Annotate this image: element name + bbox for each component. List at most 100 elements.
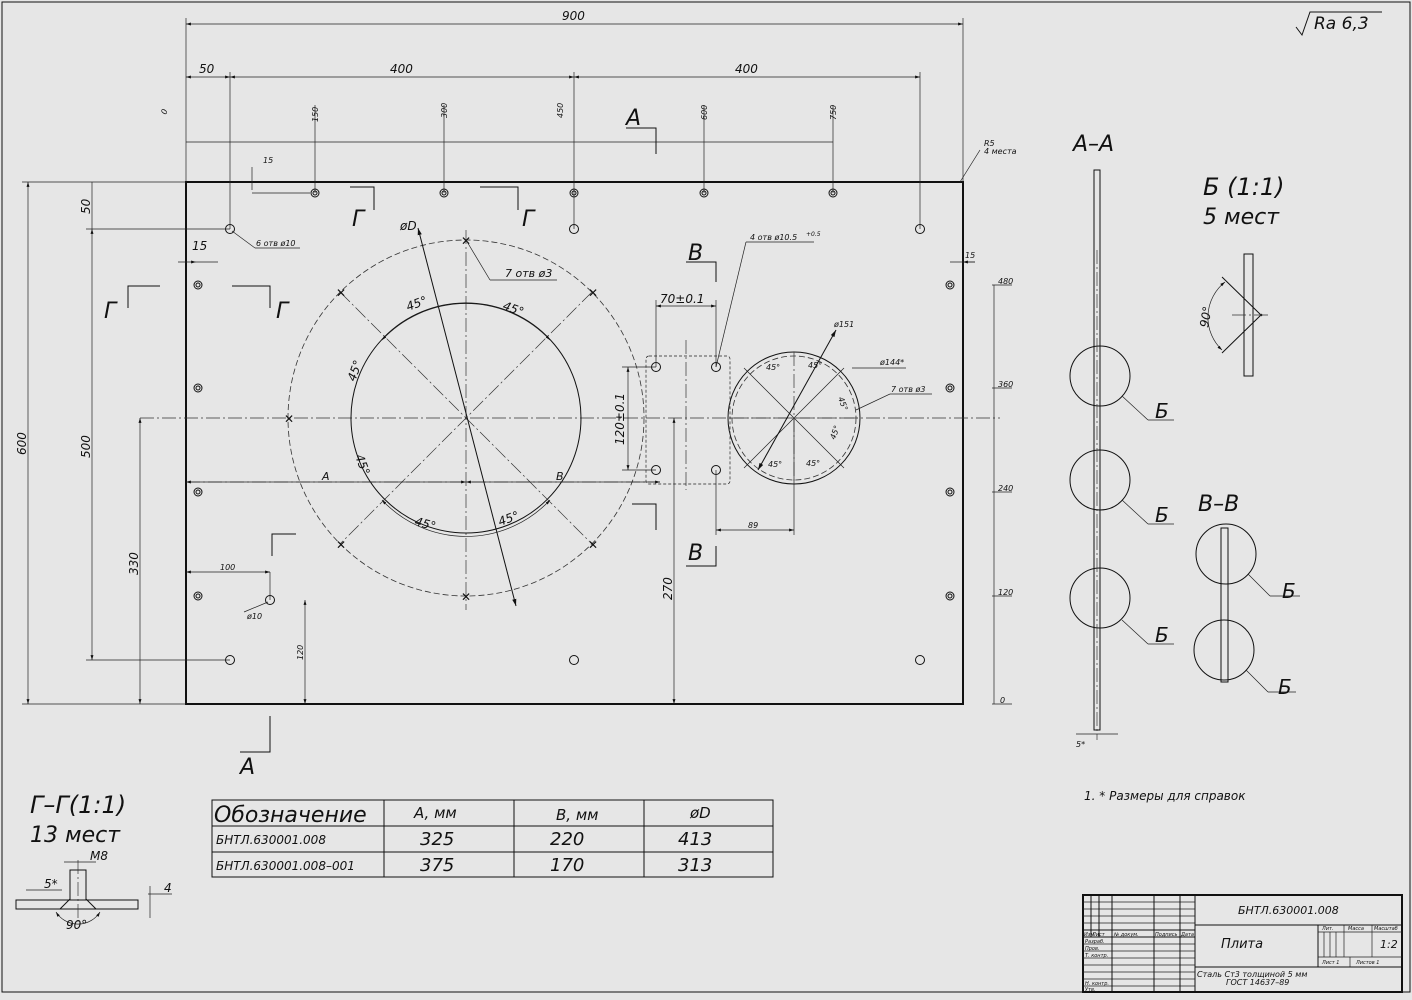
svg-text:✕: ✕ [336,538,346,552]
th-b: B, мм [556,806,598,824]
row2-b: 170 [550,855,584,876]
svg-text:120: 120 [998,588,1013,597]
aa-b2: Б [1155,503,1169,527]
tb-lit: Лит. [1321,926,1334,932]
th-a: A, мм [413,804,457,822]
dim-120b: 120 [296,645,305,660]
dim-zero-top: 0 [159,108,169,116]
row2-a: 375 [420,855,454,876]
dim-B: B [556,470,564,483]
dim-400-b: 400 [735,62,758,76]
dim-400-a: 400 [390,62,413,76]
dim-15-b: 15 [965,251,975,260]
tick-150: 150 [311,107,320,122]
tb-mass: Масса [1348,926,1364,932]
svg-text:45°: 45° [404,293,429,313]
tb-material-std: ГОСТ 14637–89 [1226,978,1289,987]
svg-text:45°: 45° [413,514,437,533]
role-nkontr: Н. контр. [1085,981,1109,987]
holes-4-label: 4 отв ø10.5 [750,233,797,242]
holes-7-label: 7 отв ø3 [505,267,552,280]
role-razrab: Разраб. [1085,939,1105,945]
vv-title: В–В [1198,492,1239,517]
role-prov: Пров. [1085,946,1100,952]
tb-sheet: Лист 1 [1321,960,1339,966]
dim-d151: ø151 [833,320,854,329]
tb-scale: 1:2 [1380,938,1398,951]
svg-text:В: В [688,241,703,266]
threaded-holes [193,188,955,601]
holes-7b-label: 7 отв ø3 [891,385,925,394]
svg-text:45°: 45° [345,358,365,383]
title-block: Изм Лист № докум. Подпись Дата Разраб. П… [1082,894,1403,993]
role-utv: Утв. [1085,987,1096,993]
dim-120: 120±0.1 [613,393,627,445]
row1-a: 325 [420,829,454,850]
mounting-holes [225,224,925,665]
section-vv [1193,523,1300,693]
svg-text:✕: ✕ [461,590,471,604]
dim-r5-note: 4 места [984,147,1017,156]
tb-scale-hdr: Масштаб [1374,926,1398,932]
dim-50-top: 50 [199,62,215,76]
row1-designation: БНТЛ.630001.008 [216,833,326,847]
dim-500: 500 [79,435,93,458]
svg-text:45°: 45° [768,460,782,469]
gg-90: 90° [66,918,87,932]
phiD-label: øD [399,219,417,233]
row2-designation: БНТЛ.630001.008–001 [216,859,355,873]
svg-text:0: 0 [1000,696,1005,705]
holes-4-tol: +0.5 [806,231,821,238]
centerlines [140,230,1000,610]
four-hole-pattern [645,355,731,485]
dim-50-left: 50 [79,198,93,214]
aa-title: A–A [1071,132,1114,157]
b-angle: 90° [1197,305,1214,328]
role-tkontr: Т. контр. [1085,953,1108,959]
svg-text:45°: 45° [806,459,820,468]
top-dimensions [185,18,964,229]
roughness-symbol: Ra 6,3 [1295,11,1382,37]
svg-text:45°: 45° [501,299,526,319]
aa-b3: Б [1155,623,1169,647]
b-count: 5 мест [1203,205,1280,230]
dim-600: 600 [15,432,29,455]
dim-70: 70±0.1 [660,292,704,306]
svg-text:A: A [624,106,641,131]
svg-text:✕: ✕ [588,286,598,300]
svg-text:✕: ✕ [336,286,346,300]
gg-m8: M8 [90,849,108,863]
tick-300: 300 [440,103,449,118]
row2-d: 313 [678,855,712,876]
section-gg [15,860,172,925]
svg-text:45°: 45° [808,361,822,370]
svg-text:A: A [238,755,255,780]
svg-text:Г: Г [104,299,118,324]
rev-izm: Изм [1084,932,1094,938]
revision-grid [1083,895,1195,992]
dim-270: 270 [661,577,675,600]
svg-text:45°: 45° [828,424,841,440]
dim-100: 100 [220,563,235,572]
dim-330: 330 [127,552,141,575]
aa-thickness: 5* [1076,740,1085,749]
dim-d10: ø10 [246,612,262,621]
svg-text:В: В [688,541,703,566]
rev-sign: Подпись [1155,932,1178,938]
large-circle-cutout: ✕ ✕ ✕ ✕ ✕ ✕ ✕ [284,227,645,607]
dim-d144: ø144* [879,358,904,367]
svg-text:Г: Г [276,299,290,324]
dim-15-top: 15 [263,156,273,165]
svg-text:45°: 45° [766,363,780,372]
svg-text:480: 480 [998,277,1013,286]
svg-text:✕: ✕ [588,538,598,552]
rev-date: Дата [1180,932,1194,938]
section-marks: A A Г Г Г Г В В [104,106,717,780]
th-d: øD [689,804,711,822]
tick-600: 600 [700,105,709,120]
svg-text:45°: 45° [836,396,849,412]
svg-text:Г: Г [522,207,536,232]
roughness-text: Ra 6,3 [1314,14,1369,34]
svg-text:45°: 45° [496,508,521,528]
